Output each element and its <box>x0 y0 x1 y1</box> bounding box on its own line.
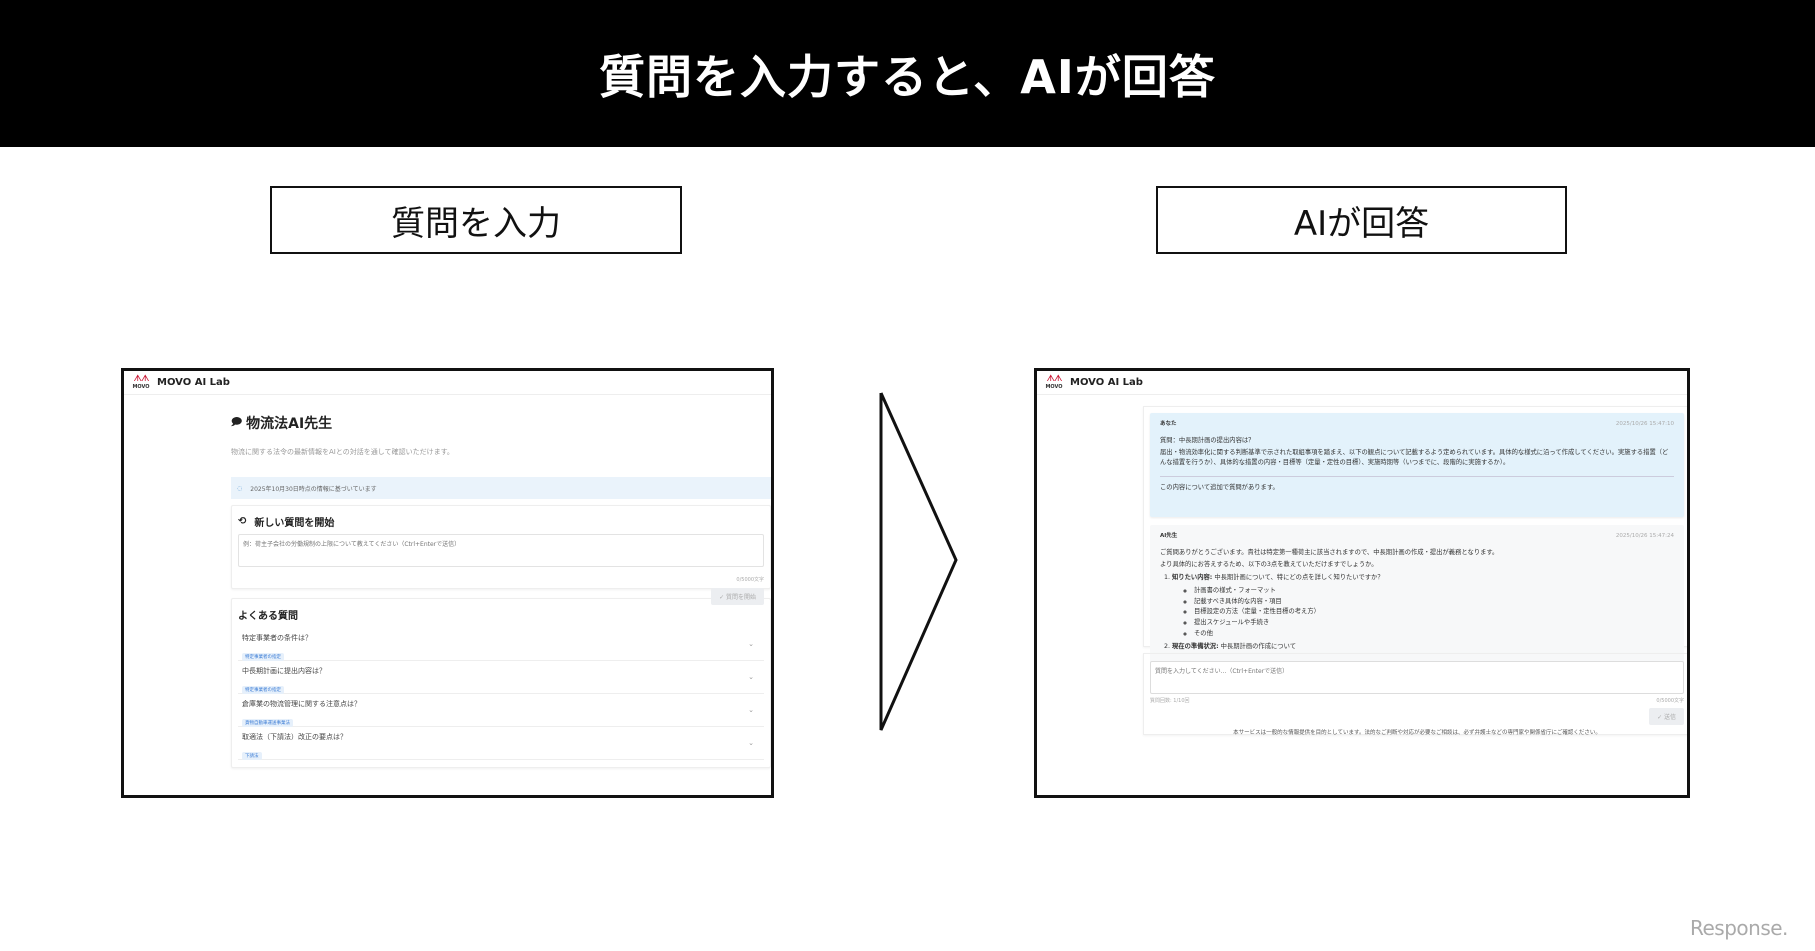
info-banner: ◌ 2025年10月30日時点の情報に基づいています <box>231 477 771 499</box>
chevron-down-icon[interactable]: ⌄ <box>748 739 754 747</box>
response-watermark: Response. <box>1690 916 1788 940</box>
chat-input[interactable] <box>1150 661 1684 694</box>
char-count: 0/5000文字 <box>1656 698 1684 704</box>
step-label-input: 質問を入力 <box>270 186 682 254</box>
movo-logo: ᗑᗑ MOVO <box>1045 374 1063 391</box>
start-question-button[interactable]: ✓ 質問を開始 <box>711 588 764 605</box>
chevron-down-icon[interactable]: ⌄ <box>748 706 754 714</box>
answer-point: 現在の準備状況: 中長期計画の作成について <box>1172 642 1674 652</box>
refresh-icon: ⟲ <box>238 516 247 527</box>
page-subtitle: 物流に関する法令の最新情報をAIとの対話を通して確認いただけます。 <box>231 448 454 456</box>
main-content: 🗩 物流法AI先生 物流に関する法令の最新情報をAIとの対話を通して確認いただけ… <box>231 395 771 795</box>
question-count: 質問回数: 1/10回 <box>1150 698 1190 704</box>
user-message: あなた 2025/10/26 15:47:10 質問：中長期計画の提出内容は？ … <box>1150 413 1684 517</box>
chat-panel: あなた 2025/10/26 15:47:10 質問：中長期計画の提出内容は？ … <box>1143 406 1687 783</box>
faq-item[interactable]: 取適法（下請法）改正の要点は？ 下請法 ⌄ <box>238 727 764 760</box>
chevron-down-icon[interactable]: ⌄ <box>748 640 754 648</box>
faq-item[interactable]: 中長期計画に提出内容は？ 特定事業者の指定 ⌄ <box>238 661 764 694</box>
ai-message: AI先生 2025/10/26 15:47:24 ご質問ありがとうございます。貴… <box>1150 525 1684 672</box>
chat-history: あなた 2025/10/26 15:47:10 質問：中長期計画の提出内容は？ … <box>1143 406 1687 672</box>
divider <box>1160 475 1674 477</box>
chat-input-card: 質問回数: 1/10回 0/5000文字 ✓ 送信 本サービスは一般的な情報提供… <box>1143 653 1687 736</box>
screenshot-question-input: ᗑᗑ MOVO MOVO AI Lab 🗩 物流法AI先生 物流に関する法令の最… <box>121 368 774 798</box>
faq-tag: 下請法 <box>242 752 262 760</box>
chevron-down-icon[interactable]: ⌄ <box>748 673 754 681</box>
slide-title-banner: 質問を入力すると、AIが回答 <box>0 0 1815 147</box>
faq-tag: 特定事業者の指定 <box>242 686 284 694</box>
page-title: 🗩 物流法AI先生 <box>231 416 333 432</box>
timestamp: 2025/10/26 15:47:24 <box>1615 533 1674 539</box>
send-button[interactable]: ✓ 送信 <box>1649 708 1684 725</box>
step-label-answer: AIが回答 <box>1156 186 1567 254</box>
brand-name: MOVO AI Lab <box>1070 377 1143 388</box>
faq-item[interactable]: 特定事業者の条件は？ 特定事業者の指定 ⌄ <box>238 628 764 661</box>
sender-name: あなた <box>1160 421 1177 427</box>
faq-card: よくある質問 特定事業者の条件は？ 特定事業者の指定 ⌄ 中長期計画に提出内容は… <box>231 598 771 768</box>
faq-tag: 特定事業者の指定 <box>242 653 284 661</box>
chat-icon: 🗩 <box>231 416 243 428</box>
sender-name: AI先生 <box>1160 533 1178 539</box>
disclaimer: 本サービスは一般的な情報提供を目的としています。法的なご判断や対応が必要なご相談… <box>1233 730 1601 736</box>
app-header: ᗑᗑ MOVO MOVO AI Lab <box>1037 371 1687 395</box>
slide-title: 質問を入力すると、AIが回答 <box>599 49 1216 104</box>
faq-tag: 貨物自動車運送事業法 <box>242 719 293 727</box>
faq-item[interactable]: 倉庫業の物流管理に関する注意点は？ 貨物自動車運送事業法 ⌄ <box>238 694 764 727</box>
char-count: 0/5000文字 <box>736 577 764 583</box>
screenshot-ai-answer: ᗑᗑ MOVO MOVO AI Lab あなた 2025/10/26 15:47… <box>1034 368 1690 798</box>
brand-name: MOVO AI Lab <box>157 377 230 388</box>
timestamp: 2025/10/26 15:47:10 <box>1615 421 1674 427</box>
app-header: ᗑᗑ MOVO MOVO AI Lab <box>124 371 771 395</box>
new-question-card: ⟲ 新しい質問を開始 0/5000文字 ✓ 質問を開始 <box>231 505 771 605</box>
info-icon: ◌ <box>237 484 243 492</box>
arrow-right-icon <box>879 392 958 731</box>
faq-heading: よくある質問 <box>238 611 298 622</box>
question-input[interactable] <box>238 534 764 567</box>
new-question-heading: 新しい質問を開始 <box>254 518 335 529</box>
movo-logo: ᗑᗑ MOVO <box>132 374 150 391</box>
answer-point: 知りたい内容: 中長期計画について、特にどの点を詳しく知りたいですか？ 計画書の… <box>1172 573 1674 639</box>
